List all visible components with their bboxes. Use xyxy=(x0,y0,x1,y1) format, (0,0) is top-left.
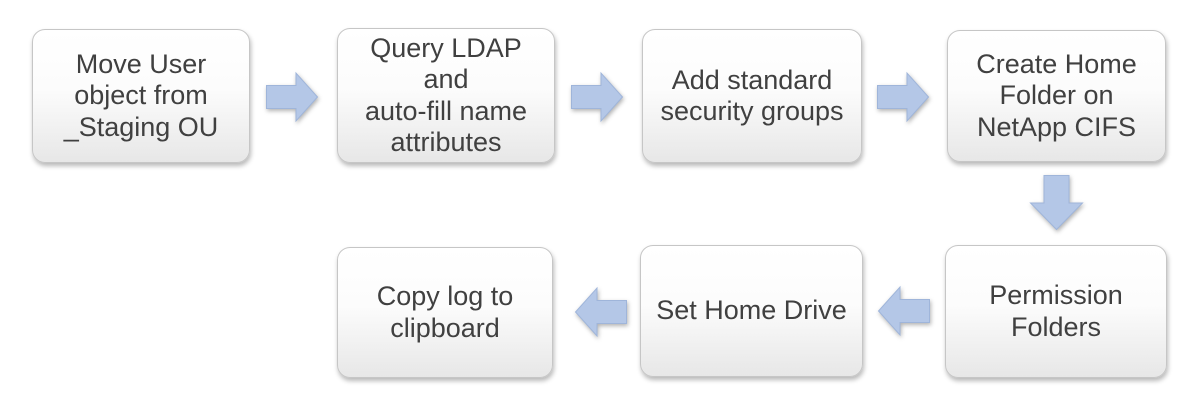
arrow-left-icon xyxy=(877,285,930,337)
flow-step-set-home-drive: Set Home Drive xyxy=(640,245,863,377)
arrow-left-icon xyxy=(574,286,627,338)
flow-step-move-user: Move User object from _Staging OU xyxy=(32,29,250,163)
arrow-right-icon xyxy=(571,71,624,123)
flow-step-create-home-folder: Create Home Folder on NetApp CIFS xyxy=(947,30,1166,162)
flow-step-permission-folders: Permission Folders xyxy=(945,245,1167,378)
flow-step-copy-log: Copy log to clipboard xyxy=(337,247,553,378)
arrow-right-icon xyxy=(877,71,930,123)
arrow-right-icon xyxy=(266,71,319,123)
arrow-down-icon xyxy=(1029,175,1084,231)
flow-step-query-ldap: Query LDAP and auto-fill name attributes xyxy=(337,28,555,163)
flow-step-add-security-groups: Add standard security groups xyxy=(642,29,862,163)
